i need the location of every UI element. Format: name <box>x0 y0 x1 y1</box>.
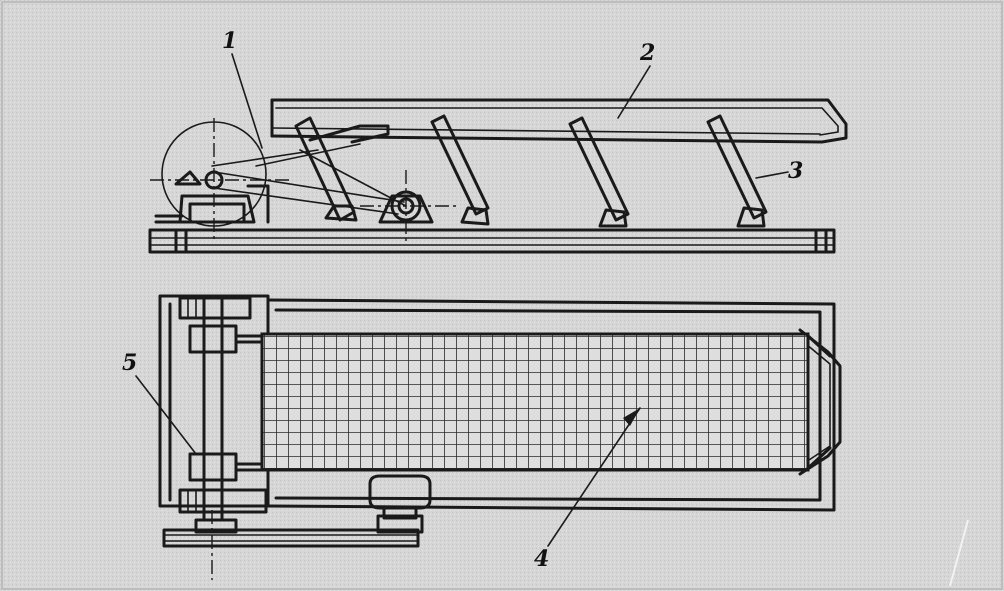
mesh-screen <box>260 332 832 472</box>
drive-unit <box>150 118 405 240</box>
drive-belt <box>162 510 424 580</box>
callout-2: 2 <box>617 40 655 119</box>
motor <box>368 474 432 520</box>
scan-artifact <box>949 519 969 587</box>
eccentric-bearing <box>299 149 460 244</box>
callout-3: 3 <box>755 158 803 184</box>
callout-label-3: 3 <box>788 158 803 184</box>
hub-bottom <box>188 452 238 482</box>
outer-frame <box>158 294 836 512</box>
side-view: 1 2 3 <box>148 28 848 254</box>
top-view: 4 5 <box>122 294 842 580</box>
hub-top <box>188 324 238 354</box>
callout-label-2: 2 <box>639 40 655 66</box>
callout-label-5: 5 <box>122 350 137 376</box>
spring-support-1 <box>294 116 358 222</box>
spring-supports <box>294 114 768 228</box>
callout-1: 1 <box>222 28 263 149</box>
callout-label-1: 1 <box>222 28 237 54</box>
spring-support-2 <box>430 114 490 226</box>
base-rail <box>148 228 836 254</box>
drive-shaft <box>178 296 268 522</box>
callout-5: 5 <box>122 350 197 455</box>
spring-support-3 <box>568 116 630 228</box>
callout-label-4: 4 <box>534 546 549 572</box>
spring-support-4 <box>706 114 768 228</box>
callout-4: 4 <box>534 407 641 572</box>
